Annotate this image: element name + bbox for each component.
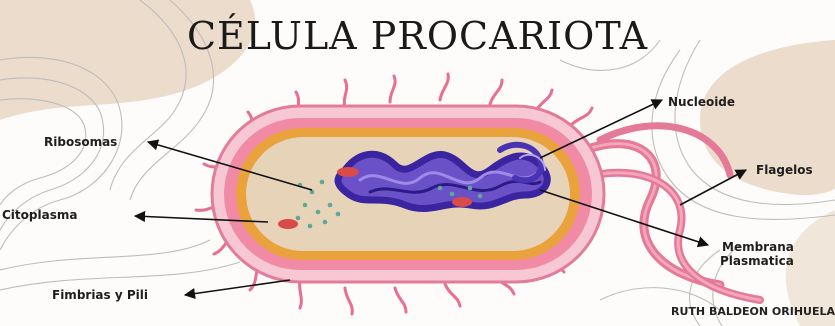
author-credit: RUTH BALDEON ORIHUELA	[671, 305, 835, 318]
label-citoplasma: Citoplasma	[2, 208, 77, 222]
label-membrana-line2: Plasmatica	[720, 254, 794, 268]
label-flagelos: Flagelos	[756, 163, 813, 177]
label-ribosomas: Ribosomas	[44, 135, 117, 149]
label-membrana-line1: Membrana	[722, 240, 794, 254]
diagram-title: CÉLULA PROCARIOTA	[0, 14, 835, 58]
arrow-flagelos	[680, 170, 746, 205]
flagellum-1	[585, 144, 720, 285]
label-fimbrias-y-pili: Fimbrias y Pili	[52, 288, 148, 302]
nucleoid	[338, 145, 547, 209]
arrow-fimbrias	[185, 280, 290, 295]
label-nucleoide: Nucleoide	[668, 95, 735, 109]
